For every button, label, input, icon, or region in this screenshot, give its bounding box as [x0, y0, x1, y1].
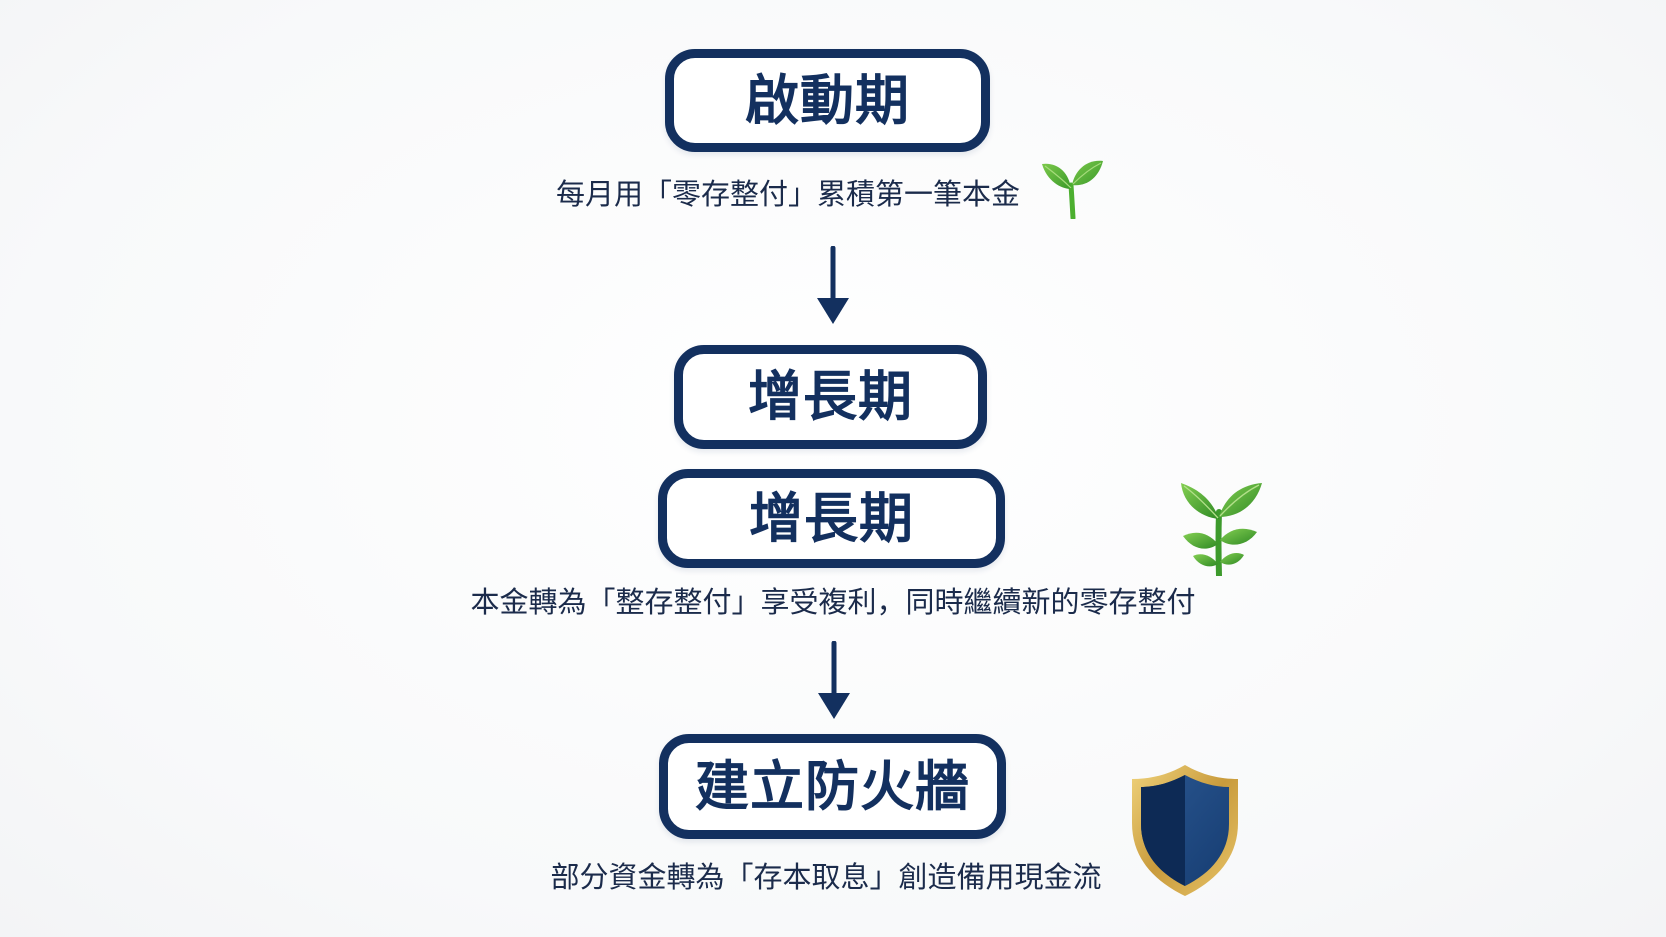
down-arrow-icon — [817, 246, 849, 324]
sprout-icon — [1042, 160, 1103, 219]
step-title: 增長期 — [748, 365, 913, 428]
plant-icon — [1181, 483, 1262, 576]
step-title: 增長期 — [749, 486, 914, 550]
shield-icon — [1132, 765, 1238, 896]
step-box-growth: 增長期 — [674, 345, 987, 449]
step-title: 建立防火牆 — [695, 754, 970, 818]
step-title: 啟動期 — [745, 68, 910, 132]
step-box-startup: 啟動期 — [665, 49, 990, 152]
step-description: 本金轉為「整存整付」享受複利，同時繼續新的零存整付 — [470, 585, 1196, 619]
step-box-firewall: 建立防火牆 — [659, 734, 1006, 839]
step-box-growth-repeat: 增長期 — [658, 469, 1005, 568]
down-arrow-icon — [818, 641, 850, 719]
step-description: 部分資金轉為「存本取息」創造備用現金流 — [550, 860, 1102, 894]
step-description: 每月用「零存整付」累積第一筆本金 — [555, 177, 1020, 211]
